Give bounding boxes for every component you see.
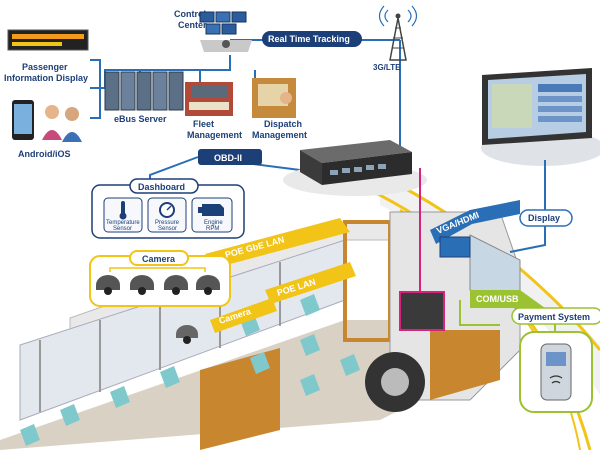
pid-label-2: Information Display <box>4 73 88 83</box>
dashboard-group: Dashboard Temperature Sensor Pressure Se… <box>91 178 245 239</box>
thermometer-icon <box>119 201 127 220</box>
network-label: 3G/LTE <box>373 63 401 72</box>
payment-system-label: Payment System <box>518 312 590 322</box>
fleet-label-1: Fleet <box>193 119 214 129</box>
dome-camera-icon <box>196 275 220 295</box>
camera-group: Camera <box>89 250 231 307</box>
svg-text:Temperature: Temperature <box>106 220 140 226</box>
android-ios-label: Android/iOS <box>18 149 71 159</box>
obd-ii-badge: OBD-II <box>198 149 262 165</box>
dispatch-management: Dispatch Management <box>252 78 307 140</box>
dispatch-label-2: Management <box>252 130 307 140</box>
svg-text:RPM: RPM <box>206 226 219 232</box>
android-ios: Android/iOS <box>12 100 82 159</box>
ebus-server: eBus Server <box>104 71 184 124</box>
com-usb-label: COM/USB <box>476 294 519 304</box>
pressure-gauge-icon <box>159 202 175 218</box>
svg-text:Engine: Engine <box>204 220 223 226</box>
payment-system: Payment System <box>511 307 600 413</box>
com-usb-link: COM/USB <box>459 290 556 340</box>
antenna-tower-icon: 3G/LTE <box>373 5 418 72</box>
svg-text:Pressure: Pressure <box>155 220 180 226</box>
fleet-label-2: Management <box>187 130 242 140</box>
pid-label-1: Passenger <box>22 62 68 72</box>
control-center-label-1: Control <box>174 9 206 19</box>
display-label: Display <box>528 213 560 223</box>
display-monitor <box>481 68 600 166</box>
control-center-label-2: Center <box>178 20 207 30</box>
dome-camera-icon <box>130 275 154 295</box>
svg-text:Sensor: Sensor <box>158 226 177 232</box>
dashboard-label: Dashboard <box>138 182 185 192</box>
embedded-computer <box>283 140 427 196</box>
fleet-management: Fleet Management <box>185 82 242 140</box>
payment-terminal-icon <box>540 343 572 401</box>
svg-text:OBD-II: OBD-II <box>214 153 242 163</box>
control-center: Control Center <box>174 9 252 52</box>
engine-icon <box>198 204 224 216</box>
svg-text:Sensor: Sensor <box>113 226 132 232</box>
real-time-tracking: Real Time Tracking <box>262 31 362 47</box>
passenger-info-display: Passenger Information Display <box>4 29 89 83</box>
dome-camera-icon <box>96 275 120 295</box>
dispatch-label-1: Dispatch <box>264 119 302 129</box>
dome-camera-icon <box>176 325 198 344</box>
camera-group-label: Camera <box>142 254 176 264</box>
svg-text:Real Time Tracking: Real Time Tracking <box>268 34 350 44</box>
dome-camera-icon <box>164 275 188 295</box>
poe-links: POE GbE LAN POE LAN Camera <box>205 218 356 333</box>
ebus-server-label: eBus Server <box>114 114 167 124</box>
